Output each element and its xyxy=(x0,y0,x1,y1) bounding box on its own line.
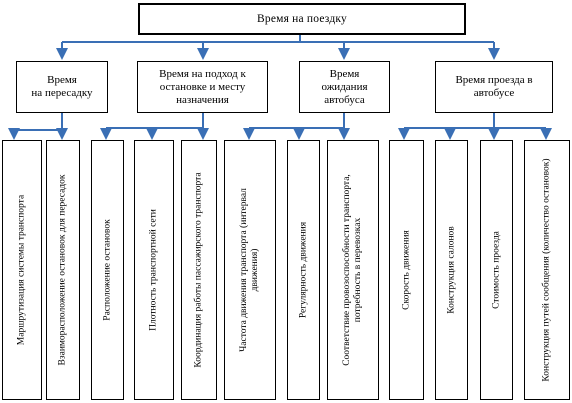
factor-label: Конструкция салонов xyxy=(446,226,456,314)
category-approach-time: Время на подход к остановке и месту назн… xyxy=(137,61,268,113)
factor-box: Частота движения транспорта (интервал дв… xyxy=(224,140,276,400)
factor-label: Конструкция путей сообщения (количество … xyxy=(541,158,552,382)
factor-label: Плотность транспортной сети xyxy=(148,209,159,331)
category-label: Время на подход к остановке и месту назн… xyxy=(159,67,246,106)
factor-box: Соответствие провозоспособности транспор… xyxy=(327,140,379,400)
factor-box: Взаиморасположение остановок для пересад… xyxy=(46,140,80,400)
category-label: Время ожидания автобуса xyxy=(321,67,368,106)
category-transfer-time: Время на пересадку xyxy=(16,61,108,113)
factor-label: Взаиморасположение остановок для пересад… xyxy=(57,174,68,366)
factor-label: Скорость движения xyxy=(401,230,411,310)
factor-box: Плотность транспортной сети xyxy=(134,140,174,400)
category-label: Время на пересадку xyxy=(31,74,93,99)
factor-label: Расположение остановок xyxy=(102,219,112,321)
category-waiting-time: Время ожидания автобуса xyxy=(299,61,390,113)
root-box: Время на поездку xyxy=(138,3,466,35)
factor-box: Скорость движения xyxy=(389,140,424,400)
factor-label: Частота движения транспорта (интервал дв… xyxy=(239,188,260,352)
factor-box: Конструкция салонов xyxy=(435,140,468,400)
factor-label: Соответствие провозоспособности транспор… xyxy=(342,174,363,366)
factor-label: Координация работы пассажирского транспо… xyxy=(193,172,204,368)
factor-label: Маршрутизация системы транспорта xyxy=(16,194,27,346)
factor-box: Расположение остановок xyxy=(91,140,124,400)
factor-label: Стоимость проезда xyxy=(491,231,501,309)
root-title: Время на поездку xyxy=(257,13,347,25)
factor-box: Регулярность движения xyxy=(287,140,320,400)
factor-box: Маршрутизация системы транспорта xyxy=(2,140,42,400)
category-ride-time: Время проезда в автобусе xyxy=(435,61,553,113)
factor-box: Координация работы пассажирского транспо… xyxy=(181,140,217,400)
factor-box: Конструкция путей сообщения (количество … xyxy=(524,140,570,400)
factor-label: Регулярность движения xyxy=(298,221,308,319)
factor-box: Стоимость проезда xyxy=(480,140,513,400)
category-label: Время проезда в автобусе xyxy=(455,74,533,99)
